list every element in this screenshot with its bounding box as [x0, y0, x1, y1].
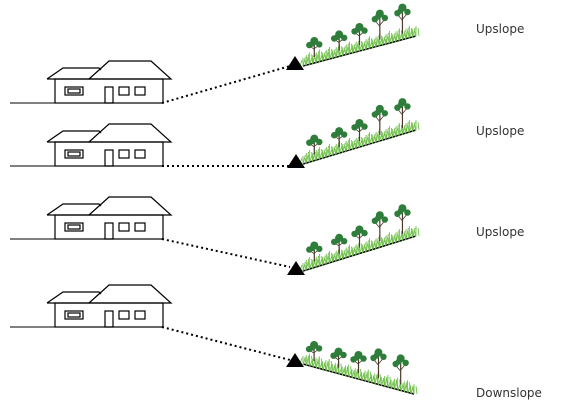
tree-icon — [371, 211, 389, 242]
door — [104, 86, 114, 104]
window — [118, 310, 130, 320]
house-icon — [46, 196, 173, 240]
scenario-row-4 — [10, 284, 418, 395]
tree-icon — [306, 37, 323, 57]
door — [104, 149, 114, 167]
scenario-row-1 — [10, 3, 420, 104]
door — [104, 310, 114, 328]
tree-icon — [371, 9, 389, 40]
house-icon — [46, 123, 173, 167]
tree-icon — [330, 347, 347, 368]
slope-label-row-1: Upslope — [476, 22, 525, 36]
triangle-marker-icon — [287, 261, 305, 275]
tree-icon — [350, 351, 367, 373]
door — [104, 222, 114, 240]
triangle-marker-icon — [286, 56, 304, 70]
window — [134, 222, 146, 232]
window — [64, 149, 84, 159]
window — [134, 86, 146, 96]
tree-icon — [330, 127, 348, 148]
window — [118, 149, 130, 159]
scenario-row-3 — [10, 196, 420, 275]
tree-icon — [394, 204, 411, 235]
house-icon — [46, 60, 173, 104]
tree-icon — [371, 104, 389, 135]
distance-dotted-line — [161, 65, 291, 104]
tree-icon — [306, 241, 323, 262]
window — [134, 310, 146, 320]
vegetation-slope — [299, 204, 420, 272]
window — [134, 149, 146, 159]
slope-label-row-3: Upslope — [476, 225, 525, 239]
vegetation-slope — [299, 98, 420, 165]
vegetation-slope — [299, 341, 418, 395]
window — [118, 222, 130, 232]
tree-icon — [306, 134, 323, 155]
triangle-marker-icon — [287, 154, 305, 168]
distance-dotted-line — [161, 238, 291, 268]
tree-icon — [370, 348, 387, 379]
tree-icon — [351, 225, 368, 248]
tree-icon — [330, 30, 348, 51]
slope-label-row-2: Upslope — [476, 124, 525, 138]
tree-icon — [394, 98, 411, 129]
vegetation-slope — [299, 3, 420, 67]
distance-dotted-line — [161, 326, 291, 361]
house-icon — [46, 284, 173, 328]
tree-icon — [351, 23, 368, 45]
tree-icon — [392, 354, 409, 385]
tree-icon — [394, 3, 411, 34]
window — [64, 86, 84, 96]
tree-icon — [351, 119, 368, 141]
window — [118, 86, 130, 96]
tree-icon — [305, 341, 323, 361]
triangle-marker-icon — [286, 353, 304, 367]
tree-icon — [330, 233, 348, 254]
slope-label-row-4: Downslope — [476, 386, 542, 400]
window — [64, 310, 84, 320]
scenario-row-2 — [10, 98, 420, 168]
window — [64, 222, 84, 232]
